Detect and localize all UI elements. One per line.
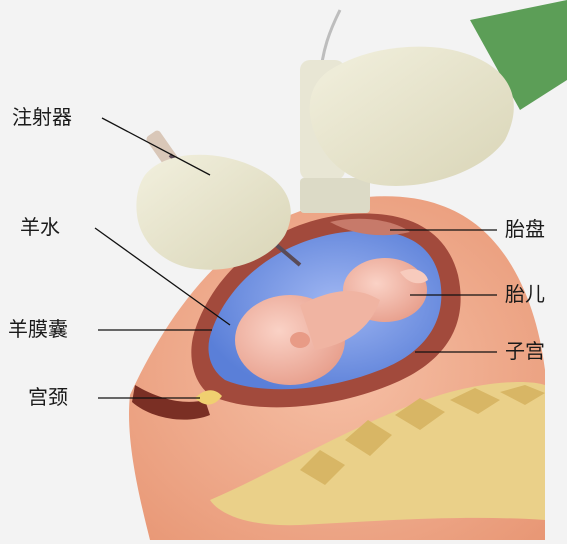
spine xyxy=(210,382,545,526)
label-syringe: 注射器 xyxy=(12,105,72,129)
left-gloved-hand xyxy=(136,154,291,270)
cervix-canal xyxy=(132,385,210,420)
label-uterus: 子宫 xyxy=(505,339,545,363)
fetus-figure xyxy=(235,258,428,385)
placenta xyxy=(330,218,410,236)
right-gloved-hand xyxy=(309,0,567,186)
leader-syringe xyxy=(101,117,211,176)
label-cervix: 宫颈 xyxy=(28,385,68,409)
label-amniotic-sac: 羊膜囊 xyxy=(8,317,68,341)
leader-amniotic-fluid xyxy=(94,227,231,326)
leader-lines xyxy=(94,117,497,399)
label-amniotic-fluid: 羊水 xyxy=(20,215,60,239)
label-placenta: 胎盘 xyxy=(505,217,545,241)
label-fetus: 胎儿 xyxy=(505,282,545,306)
cervix-glow xyxy=(195,390,222,405)
